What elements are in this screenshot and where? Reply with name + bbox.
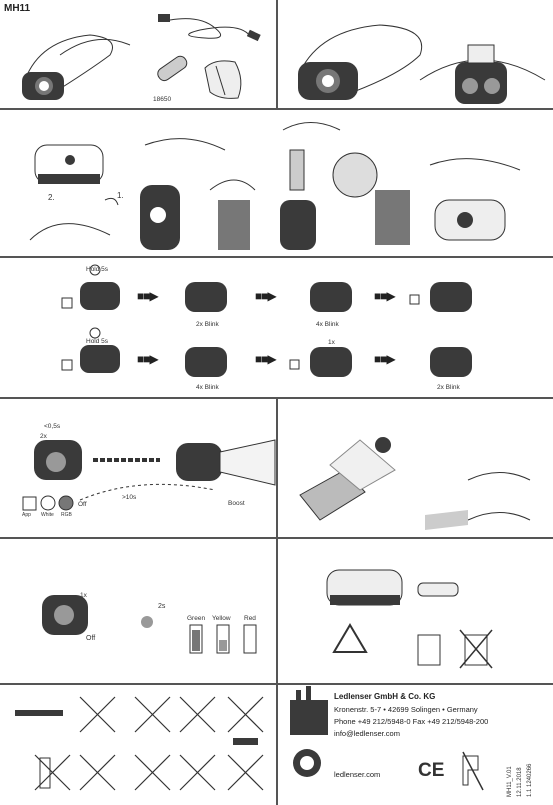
- arrow-icon: ■■▶: [255, 289, 277, 303]
- arrow-icon: ■■▶: [255, 352, 277, 366]
- parts-illustration: [22, 14, 261, 100]
- app-label: App: [22, 512, 31, 518]
- company-phone: Phone +49 212/5948-0 Fax +49 212/5948-20…: [334, 717, 489, 726]
- mode-illustration: [22, 437, 531, 530]
- short-press-label: <0,5s: [44, 423, 61, 430]
- duration-label: 2s: [158, 603, 166, 610]
- level-red-label: Red: [244, 615, 256, 622]
- lock-sequence: [61, 264, 472, 377]
- company-name: Ledlenser GmbH & Co. KG: [334, 692, 436, 701]
- step-2-label: 2.: [48, 193, 55, 202]
- warning-icons: [15, 696, 264, 791]
- blink-label: 4x Blink: [196, 384, 219, 391]
- arrow-icon: ■■▶: [374, 289, 396, 303]
- white-label: White: [41, 512, 54, 518]
- blink-label: 2x Blink: [196, 321, 219, 328]
- long-press-label: >10s: [122, 494, 137, 501]
- divider: [276, 683, 278, 805]
- arrow-icon: ■■▶: [374, 352, 396, 366]
- rgb-label: RGB: [61, 512, 72, 518]
- level-yellow-label: Yellow: [212, 615, 231, 622]
- blink-label: 4x Blink: [316, 321, 339, 328]
- date-text: 12.11.2018: [517, 767, 523, 797]
- charging-illustration: [42, 569, 493, 669]
- headlamp-views: [298, 24, 546, 104]
- battery-insertion-steps: [29, 122, 521, 250]
- arrow-icon: ■■▶: [137, 289, 159, 303]
- divider: [276, 397, 278, 683]
- hold-label: Hold 5s: [86, 266, 109, 273]
- battery-label: 18650: [153, 96, 172, 103]
- company-email[interactable]: info@ledlenser.com: [334, 729, 400, 738]
- divider: [276, 0, 278, 108]
- blink-label: 2x Blink: [437, 384, 460, 391]
- company-address: Kronenstr. 5-7 • 42699 Solingen • German…: [334, 705, 478, 714]
- press-count-label: 1x: [80, 592, 87, 599]
- step-1-label: 1.: [117, 191, 124, 200]
- ce-mark: CE: [418, 760, 445, 781]
- version-text: MH11_V.01: [507, 766, 513, 797]
- level-green-label: Green: [187, 615, 206, 622]
- press-count-label: 1x: [328, 339, 335, 346]
- divider: [0, 256, 553, 258]
- off-label: Off: [78, 501, 87, 508]
- press-count-label: 2x: [40, 433, 47, 440]
- model-title: MH11: [4, 3, 31, 14]
- boost-label: Boost: [228, 500, 245, 507]
- hold-label: Hold 5s: [86, 338, 109, 345]
- divider: [0, 108, 553, 110]
- doc-number-text: 1.1 1240266: [527, 763, 533, 797]
- off-label: Off: [86, 635, 96, 642]
- arrow-icon: ■■▶: [137, 352, 159, 366]
- company-website[interactable]: ledlenser.com: [334, 770, 381, 779]
